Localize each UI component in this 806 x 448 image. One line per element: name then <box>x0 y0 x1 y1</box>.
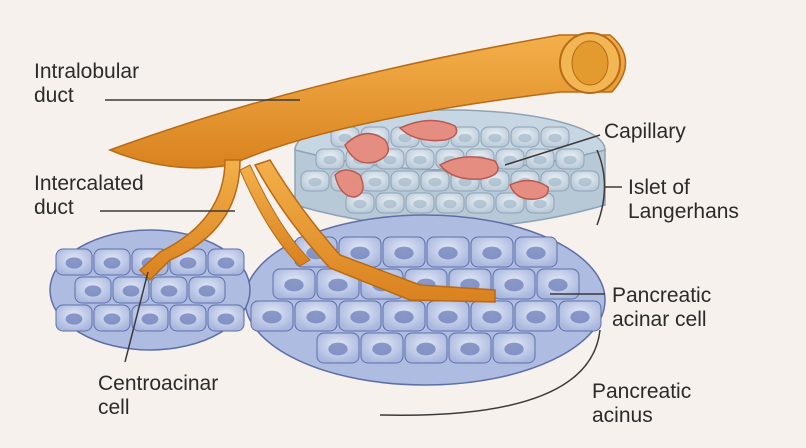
cell-nucleus <box>504 279 523 292</box>
label-centroacinar-line2: cell <box>98 396 218 420</box>
cell-nucleus <box>482 247 501 260</box>
cell-nucleus <box>142 313 159 324</box>
cell-nucleus <box>104 257 121 268</box>
cell-nucleus <box>460 343 479 356</box>
label-intercalated-duct: Intercalated duct <box>34 172 144 220</box>
cell-nucleus <box>413 156 426 165</box>
cell-nucleus <box>563 156 576 165</box>
cell-nucleus <box>383 200 396 209</box>
cell-nucleus <box>161 285 178 296</box>
cell-nucleus <box>413 200 426 209</box>
cell-nucleus <box>284 279 303 292</box>
cell-nucleus <box>458 134 471 143</box>
cell-nucleus <box>66 257 83 268</box>
label-pancreatic-acinar-cell: Pancreatic acinar cell <box>612 284 711 332</box>
label-intralobular-duct-line1: Intralobular <box>34 60 139 84</box>
cell-nucleus <box>328 343 347 356</box>
cell-nucleus <box>218 257 235 268</box>
cell-nucleus <box>443 200 456 209</box>
label-capillary: Capillary <box>604 120 686 144</box>
cell-nucleus <box>504 343 523 356</box>
label-acinar-cell-line1: Pancreatic <box>612 284 711 308</box>
label-acinus-line2: acinus <box>592 404 691 428</box>
cell-nucleus <box>180 257 197 268</box>
label-centroacinar-line1: Centroacinar <box>98 372 218 396</box>
cell-nucleus <box>308 178 321 187</box>
label-intralobular-duct-line2: duct <box>34 84 139 108</box>
cell-nucleus <box>180 313 197 324</box>
cell-nucleus <box>416 343 435 356</box>
cell-nucleus <box>428 178 441 187</box>
cell-nucleus <box>533 156 546 165</box>
cell-nucleus <box>503 200 516 209</box>
cell-nucleus <box>323 156 336 165</box>
pancreatic-acinus-small <box>50 230 250 350</box>
label-islet-of-langerhans: Islet of Langerhans <box>628 176 739 224</box>
label-islet-line2: Langerhans <box>628 200 739 224</box>
label-capillary-line1: Capillary <box>604 120 686 144</box>
cell-nucleus <box>368 178 381 187</box>
label-intercalated-duct-line2: duct <box>34 196 144 220</box>
cell-nucleus <box>526 247 545 260</box>
cell-nucleus <box>518 134 531 143</box>
cell-nucleus <box>328 279 347 292</box>
cell-nucleus <box>438 247 457 260</box>
cell-nucleus <box>199 285 216 296</box>
cell-nucleus <box>85 285 102 296</box>
label-acinar-cell-line2: acinar cell <box>612 308 711 332</box>
cell-nucleus <box>104 313 121 324</box>
label-acinus-line1: Pancreatic <box>592 380 691 404</box>
cell-nucleus <box>394 247 413 260</box>
cell-nucleus <box>306 311 325 324</box>
cell-nucleus <box>398 178 411 187</box>
cell-nucleus <box>533 200 546 209</box>
cell-nucleus <box>123 285 140 296</box>
cell-nucleus <box>548 134 561 143</box>
cell-nucleus <box>394 311 413 324</box>
cell-nucleus <box>488 134 501 143</box>
label-centroacinar-cell: Centroacinar cell <box>98 372 218 420</box>
cell-nucleus <box>218 313 235 324</box>
cell-nucleus <box>548 178 561 187</box>
cell-nucleus <box>488 178 501 187</box>
cell-nucleus <box>473 200 486 209</box>
cell-nucleus <box>372 343 391 356</box>
cell-nucleus <box>262 311 281 324</box>
label-intercalated-duct-line1: Intercalated <box>34 172 144 196</box>
cell-nucleus <box>578 178 591 187</box>
cell-nucleus <box>482 311 501 324</box>
label-pancreatic-acinus: Pancreatic acinus <box>592 380 691 428</box>
label-intralobular-duct: Intralobular duct <box>34 60 139 108</box>
cell-nucleus <box>350 247 369 260</box>
cell-nucleus <box>526 311 545 324</box>
cell-nucleus <box>353 200 366 209</box>
cell-nucleus <box>350 311 369 324</box>
cell-nucleus <box>438 311 457 324</box>
cell-nucleus <box>548 279 567 292</box>
cell-nucleus <box>570 311 589 324</box>
label-islet-line1: Islet of <box>628 176 739 200</box>
cell-nucleus <box>66 313 83 324</box>
